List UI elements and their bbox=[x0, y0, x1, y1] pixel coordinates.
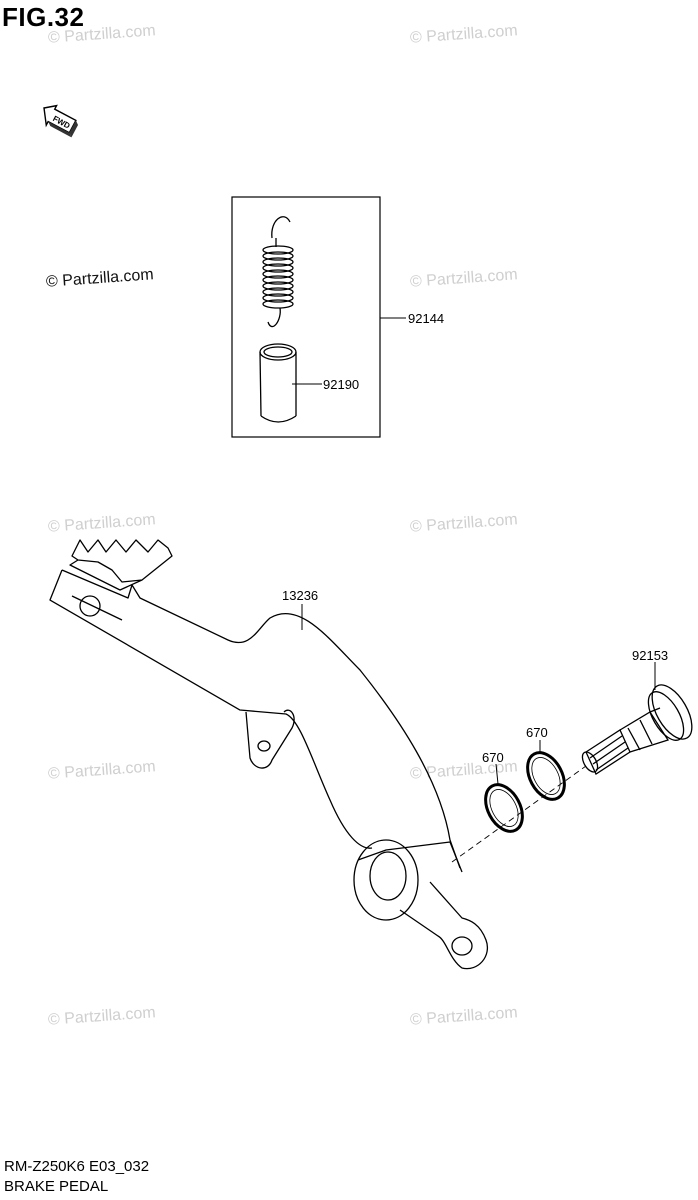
part-number-92144: 92144 bbox=[408, 311, 444, 326]
o-ring bbox=[526, 751, 566, 801]
fwd-arrow-icon: FWD bbox=[43, 104, 79, 138]
figure-name: BRAKE PEDAL bbox=[4, 1178, 109, 1195]
o-ring bbox=[484, 783, 524, 833]
part-number-670: 670 bbox=[526, 725, 548, 740]
figure-code: RM-Z250K6 E03_032 bbox=[4, 1158, 150, 1175]
return-spring bbox=[262, 216, 294, 328]
kit-box bbox=[231, 196, 381, 438]
figure-title: FIG.32 bbox=[2, 2, 85, 32]
part-number-13236: 13236 bbox=[282, 588, 318, 603]
leader-line bbox=[495, 763, 499, 785]
part-number-92153: 92153 bbox=[632, 648, 668, 663]
assembly-centerline bbox=[451, 765, 587, 863]
part-number-670: 670 bbox=[482, 750, 504, 765]
brake-pedal bbox=[49, 539, 488, 970]
part-number-92190: 92190 bbox=[323, 377, 359, 392]
collar-sleeve bbox=[259, 343, 297, 423]
pivot-bolt bbox=[581, 684, 693, 775]
